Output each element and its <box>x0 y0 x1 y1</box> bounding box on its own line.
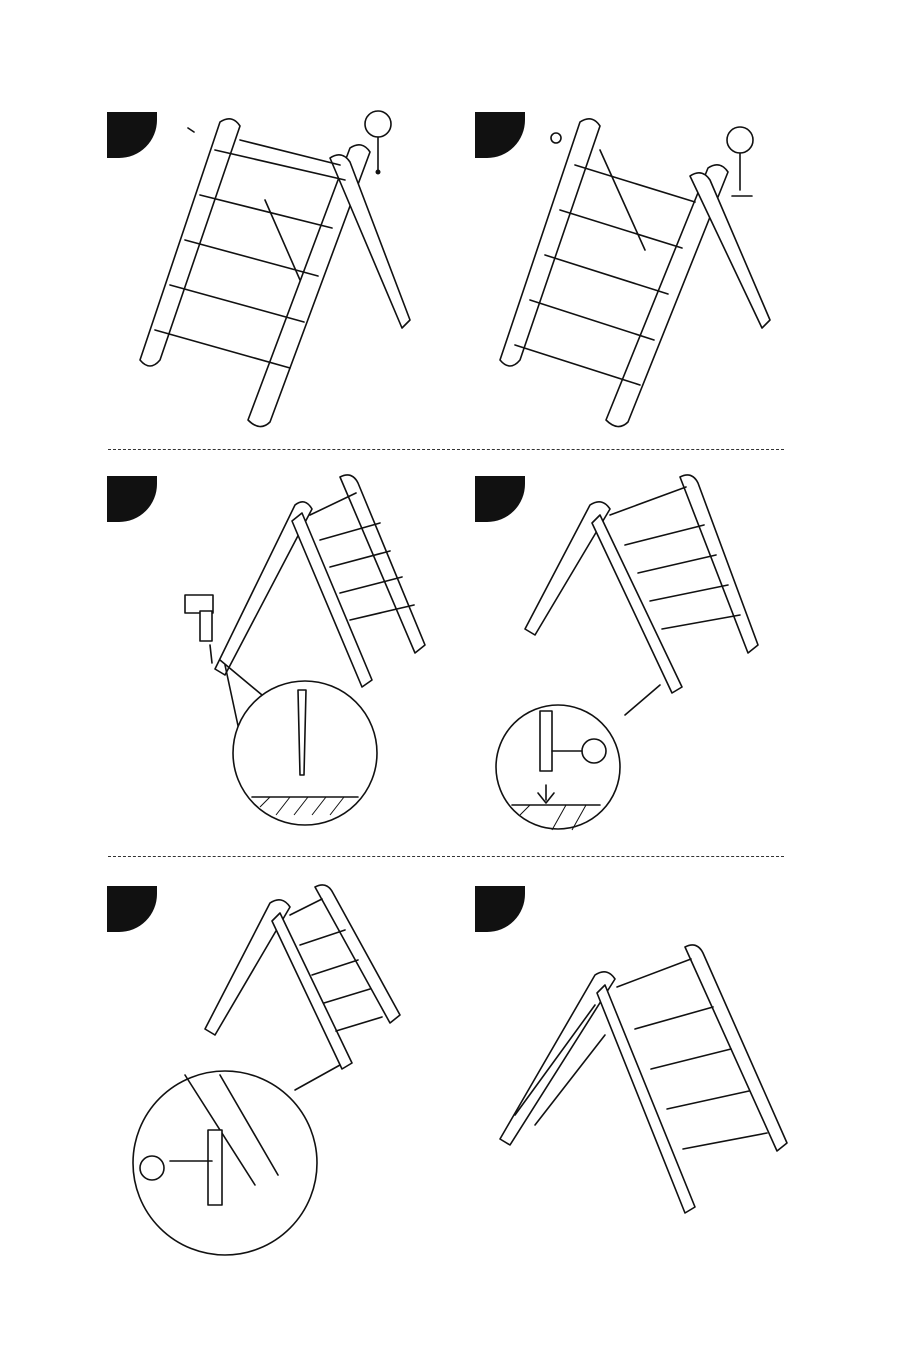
step-4-illustration <box>490 475 770 835</box>
a-frame-climber <box>525 475 758 693</box>
step-6-illustration <box>495 945 795 1215</box>
step-3-illustration <box>180 475 440 835</box>
magnified-detail <box>220 660 377 825</box>
section-divider-1 <box>108 449 784 450</box>
section-divider-2 <box>108 856 784 857</box>
a-frame-climber <box>215 475 425 687</box>
magnified-detail <box>496 685 660 830</box>
a-frame-climber <box>500 945 787 1213</box>
step-5-illustration <box>130 885 420 1255</box>
step-1-illustration <box>120 110 420 430</box>
ladder-side-left <box>140 119 410 427</box>
step-6-badge <box>475 886 525 932</box>
step-3-badge <box>107 476 157 522</box>
a-frame-climber <box>205 885 400 1069</box>
step-2-illustration <box>490 110 790 430</box>
ladder-side-left <box>500 119 770 427</box>
magnified-detail <box>133 1065 340 1255</box>
drill-icon <box>185 595 213 663</box>
